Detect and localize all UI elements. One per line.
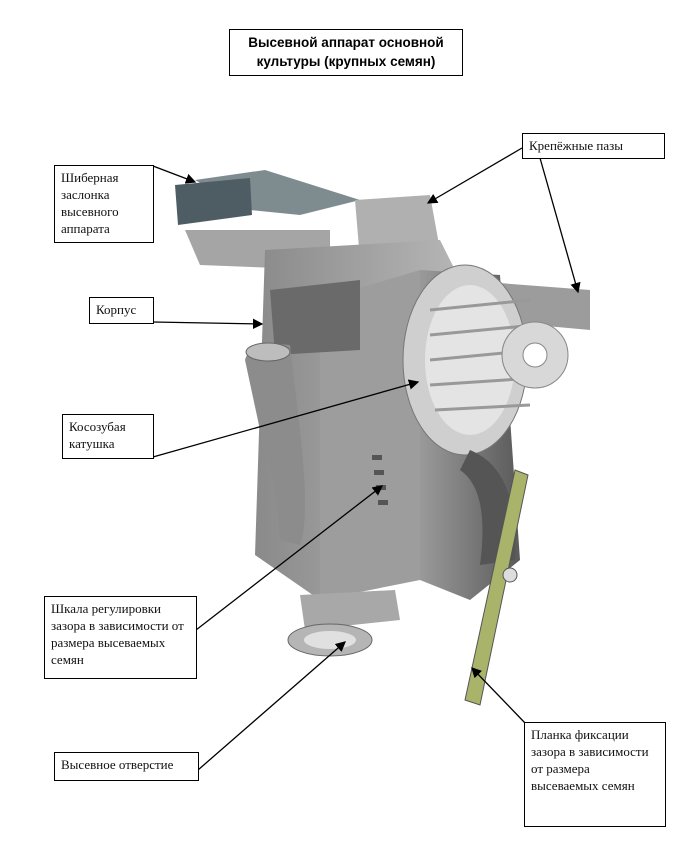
label-fixing-bar: Планка фиксации зазора в зависимости от …: [524, 722, 666, 827]
label-outlet: Высевное отверстие: [54, 752, 199, 781]
label-body: Корпус: [89, 297, 154, 324]
housing-body: [245, 240, 569, 657]
diagram-title: Высевной аппарат основной культуры (круп…: [229, 29, 463, 76]
gate-plate: [175, 170, 360, 225]
label-gate: Шиберная заслонка высевного аппарата: [54, 165, 154, 243]
fixing-bar: [464, 469, 529, 706]
title-line-1: Высевной аппарат основной: [248, 35, 444, 50]
label-mount-slots: Крепёжные пазы: [522, 133, 665, 159]
label-scale: Шкала регулировки зазора в зависимости о…: [44, 596, 197, 679]
title-line-2: культуры (крупных семян): [256, 54, 436, 69]
leader-lines: [152, 147, 581, 771]
label-roller: Косозубая катушка: [62, 414, 154, 459]
